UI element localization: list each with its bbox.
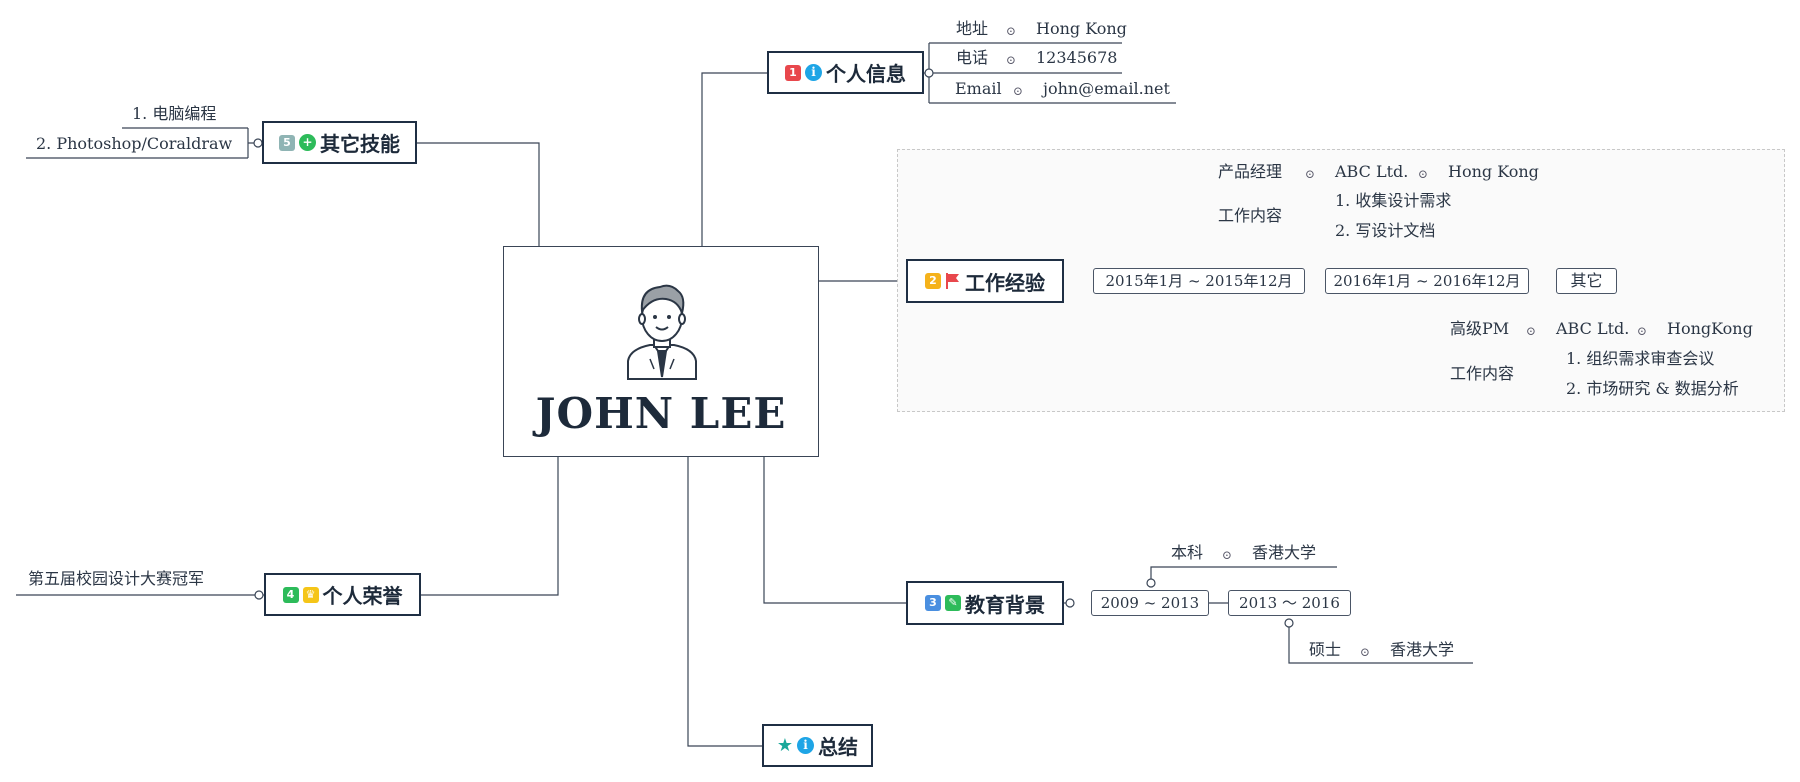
separator-icon: ⊙ xyxy=(1305,167,1316,181)
topic-education[interactable]: 3 ✎ 教育背景 xyxy=(906,581,1064,625)
duty-1-1: 1. 收集设计需求 xyxy=(1335,191,1452,210)
degree-2: 硕士 xyxy=(1309,640,1342,659)
pencil-icon: ✎ xyxy=(945,595,961,611)
topic-label: 其它技能 xyxy=(320,132,400,156)
separator-icon: ⊙ xyxy=(1222,548,1233,562)
businessman-avatar-icon xyxy=(627,284,697,380)
priority-3-badge: 3 xyxy=(925,595,941,611)
job-title-2: 高级PM xyxy=(1450,319,1510,338)
priority-4-badge: 4 xyxy=(282,586,299,603)
email-value: john@email.net xyxy=(1043,79,1170,98)
priority-1-badge: 1 xyxy=(785,64,801,81)
location-2: HongKong xyxy=(1667,319,1753,338)
email-key: Email xyxy=(955,79,1002,98)
other-box[interactable]: 其它 xyxy=(1556,268,1617,294)
separator-icon: ⊙ xyxy=(1006,24,1017,38)
location-1: Hong Kong xyxy=(1448,162,1539,181)
separator-icon: ⊙ xyxy=(1418,167,1429,181)
separator-icon: ⊙ xyxy=(1526,324,1537,338)
address-key: 地址 xyxy=(956,19,989,38)
topic-work-experience[interactable]: 2 工作经验 xyxy=(906,259,1064,303)
school-1: 香港大学 xyxy=(1252,543,1317,562)
topic-label: 个人信息 xyxy=(826,62,906,86)
separator-icon: ⊙ xyxy=(1637,324,1648,338)
period-2016-box[interactable]: 2016年1月 ~ 2016年12月 xyxy=(1325,268,1529,294)
topic-personal-info[interactable]: 1 i 个人信息 xyxy=(767,51,924,94)
topic-label: 总结 xyxy=(818,735,859,759)
topic-summary[interactable]: ★ i 总结 xyxy=(762,724,873,767)
school-2: 香港大学 xyxy=(1390,640,1455,659)
central-name: JOHN LEE xyxy=(535,389,787,438)
phone-value: 12345678 xyxy=(1036,48,1118,67)
duty-2-1: 1. 组织需求审查会议 xyxy=(1566,349,1715,368)
duty-2-2: 2. 市场研究 & 数据分析 xyxy=(1566,379,1739,398)
star-icon: ★ xyxy=(776,734,794,756)
company-2: ABC Ltd. xyxy=(1556,319,1630,338)
topic-label: 个人荣誉 xyxy=(322,584,403,608)
period-2015-box[interactable]: 2015年1月 ~ 2015年12月 xyxy=(1093,268,1305,294)
priority-5-badge: 5 xyxy=(279,134,295,151)
skill-item-2: 2. Photoshop/Coraldraw xyxy=(36,134,233,153)
duties-label-1: 工作内容 xyxy=(1218,206,1283,225)
period-2013-box[interactable]: 2013 〜 2016 xyxy=(1228,590,1351,616)
degree-1: 本科 xyxy=(1171,543,1204,562)
company-1: ABC Ltd. xyxy=(1335,162,1409,181)
separator-icon: ⊙ xyxy=(1013,84,1024,98)
trophy-icon: ♛ xyxy=(302,586,319,603)
separator-icon: ⊙ xyxy=(1360,645,1371,659)
topic-other-skills[interactable]: 5 + 其它技能 xyxy=(262,121,417,164)
period-2009-box[interactable]: 2009 ~ 2013 xyxy=(1091,590,1209,616)
duty-1-2: 2. 写设计文档 xyxy=(1335,221,1436,240)
address-value: Hong Kong xyxy=(1036,19,1127,38)
job-title-1: 产品经理 xyxy=(1218,162,1283,181)
topic-label: 工作经验 xyxy=(965,270,1045,295)
priority-2-badge: 2 xyxy=(925,273,941,289)
topic-honors[interactable]: 4 ♛ 个人荣誉 xyxy=(264,573,421,616)
info-icon: i xyxy=(797,737,815,754)
phone-key: 电话 xyxy=(956,48,989,67)
info-icon: i xyxy=(805,64,822,81)
skill-item-1: 1. 电脑编程 xyxy=(132,104,217,123)
separator-icon: ⊙ xyxy=(1006,53,1017,67)
central-topic[interactable]: JOHN LEE xyxy=(503,246,819,457)
duties-label-2: 工作内容 xyxy=(1450,364,1515,383)
flag-icon xyxy=(946,273,959,289)
honor-item: 第五届校园设计大赛冠军 xyxy=(28,569,205,588)
plus-icon: + xyxy=(299,134,316,151)
topic-label: 教育背景 xyxy=(965,592,1045,617)
